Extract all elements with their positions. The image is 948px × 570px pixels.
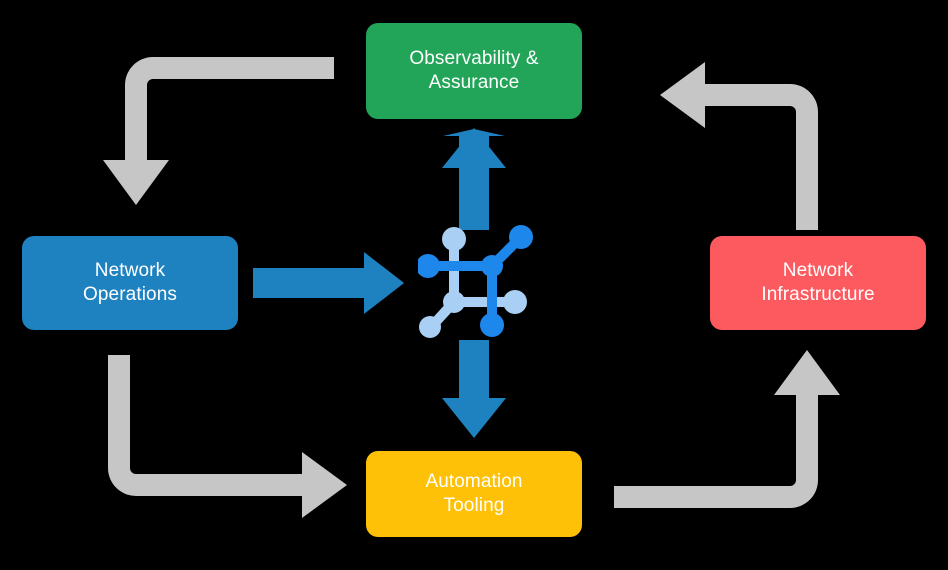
topology-node-dark-left bbox=[418, 254, 440, 278]
node-box-automation-tooling[interactable]: Automation Tooling bbox=[366, 451, 582, 537]
node-label-network-operations: Network Operations bbox=[83, 259, 177, 305]
topology-node-dark-bottom bbox=[480, 313, 504, 337]
gray-arrow-infrastructure-to-observability bbox=[660, 62, 818, 230]
node-label-observability-assurance: Observability & Assurance bbox=[409, 47, 539, 93]
blue-arrow-operations-to-center bbox=[253, 252, 404, 314]
blue-arrow-center-to-observability-head bbox=[442, 128, 506, 168]
blue-arrow-center-to-automation-shaft bbox=[459, 340, 489, 402]
topology-node-light-right bbox=[503, 290, 527, 314]
node-label-automation-tooling: Automation Tooling bbox=[425, 470, 523, 516]
node-box-network-operations[interactable]: Network Operations bbox=[22, 236, 238, 330]
node-box-observability-assurance[interactable]: Observability & Assurance bbox=[366, 23, 582, 119]
gray-arrow-observability-to-operations bbox=[103, 57, 334, 205]
topology-node-light-top bbox=[442, 227, 466, 251]
blue-arrow-center-to-observability-shaft bbox=[459, 160, 489, 230]
blue-arrow-center-to-automation-head bbox=[442, 398, 506, 438]
gray-arrow-operations-to-automation bbox=[108, 355, 347, 518]
node-box-network-infrastructure[interactable]: Network Infrastructure bbox=[710, 236, 926, 330]
topology-node-light-mid bbox=[443, 291, 465, 313]
topology-node-light-bottomleft bbox=[419, 316, 441, 338]
network-topology-icon bbox=[418, 225, 533, 338]
topology-node-dark-topright bbox=[509, 225, 533, 249]
node-label-network-infrastructure: Network Infrastructure bbox=[761, 259, 875, 305]
gray-arrow-automation-to-infrastructure bbox=[614, 350, 840, 508]
topology-node-dark-hub bbox=[481, 255, 503, 277]
